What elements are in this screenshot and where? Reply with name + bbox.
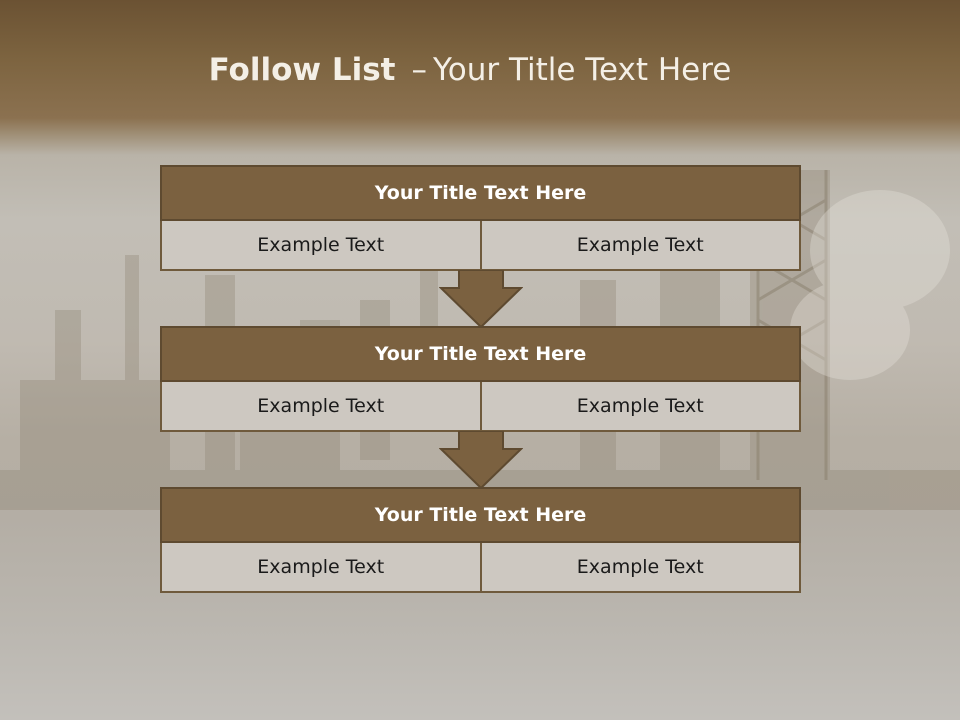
step-box-3: Your Title Text Here Example Text Exampl… bbox=[160, 487, 801, 593]
step-1-cell-left: Example Text bbox=[160, 221, 482, 271]
step-3-cell-left: Example Text bbox=[160, 543, 482, 593]
step-2-cell-right: Example Text bbox=[479, 382, 801, 432]
step-cells-3: Example Text Example Text bbox=[160, 543, 801, 593]
step-box-1: Your Title Text Here Example Text Exampl… bbox=[160, 165, 801, 271]
step-title-2: Your Title Text Here bbox=[160, 326, 801, 382]
down-arrow-icon bbox=[439, 270, 523, 328]
slide-title-bold: Follow List bbox=[208, 52, 396, 88]
step-2-cell-left: Example Text bbox=[160, 382, 482, 432]
step-title-1: Your Title Text Here bbox=[160, 165, 801, 221]
step-box-2: Your Title Text Here Example Text Exampl… bbox=[160, 326, 801, 432]
slide-title: Follow List–Your Title Text Here bbox=[0, 52, 940, 88]
down-arrow-icon bbox=[439, 431, 523, 489]
step-3-cell-right: Example Text bbox=[479, 543, 801, 593]
step-title-3: Your Title Text Here bbox=[160, 487, 801, 543]
step-1-cell-right: Example Text bbox=[479, 221, 801, 271]
step-cells-1: Example Text Example Text bbox=[160, 221, 801, 271]
slide-title-separator: – bbox=[411, 52, 427, 88]
step-cells-2: Example Text Example Text bbox=[160, 382, 801, 432]
slide-title-rest: Your Title Text Here bbox=[432, 52, 732, 88]
